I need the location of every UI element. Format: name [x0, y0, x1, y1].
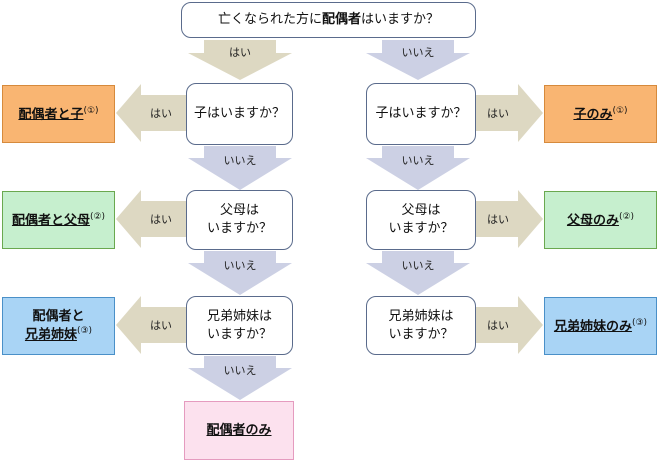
result-spouse-only: 配偶者のみ — [184, 401, 294, 460]
label-start-yes: はい — [229, 46, 251, 59]
arrow-r2-no — [366, 251, 470, 295]
arrow-l1-yes — [116, 84, 186, 142]
result-spouse-and-siblings: 配偶者と 兄弟姉妹(③) — [2, 297, 115, 355]
label-start-no: いいえ — [401, 46, 435, 59]
start-question-spouse: 配偶者 — [321, 12, 361, 28]
arrow-start-no — [366, 40, 470, 80]
label-l3-yes: はい — [150, 319, 172, 332]
arrow-l3-yes — [116, 296, 186, 354]
result-siblings-only-label: 兄弟姉妹のみ — [553, 318, 632, 334]
right-question-parents: 父母は いますか？ — [366, 190, 476, 250]
label-r2-yes: はい — [487, 213, 509, 226]
label-l1-yes: はい — [150, 107, 172, 120]
result-children-only-sup: (①) — [612, 105, 628, 116]
result-spouse-and-parents-sup: (②) — [89, 211, 106, 222]
arrow-r1-no — [366, 146, 470, 190]
result-spouse-and-children: 配偶者と子(①) — [2, 85, 115, 143]
arrow-start-yes — [188, 40, 292, 80]
result-parents-only-sup: (②) — [618, 211, 635, 222]
label-r2-no: いいえ — [401, 259, 435, 272]
arrow-r2-yes — [476, 190, 543, 248]
result-spouse-and-children-sup: (①) — [83, 105, 99, 116]
result-spouse-only-label: 配偶者のみ — [206, 422, 272, 438]
result-parents-only: 父母のみ(②) — [544, 191, 657, 249]
label-r1-yes: はい — [487, 107, 509, 120]
result-children-only: 子のみ(①) — [544, 85, 657, 143]
result-parents-only-label: 父母のみ — [566, 212, 619, 228]
arrow-r1-yes — [476, 84, 543, 142]
result-siblings-only-sup: (③) — [631, 317, 648, 328]
start-question-post: はいますか？ — [361, 12, 440, 28]
result-spouse-and-parents-label: 配偶者と父母 — [11, 212, 90, 228]
arrow-l1-no — [188, 146, 292, 190]
left-question-children: 子はいますか？ — [186, 83, 293, 145]
label-r1-no: いいえ — [401, 154, 435, 167]
arrow-r3-yes — [476, 296, 543, 354]
right-question-siblings: 兄弟姉妹は いますか？ — [366, 296, 476, 355]
right-question-children: 子はいますか？ — [366, 83, 476, 145]
arrow-l2-no — [188, 251, 292, 295]
start-question: 亡くなられた方に配偶者はいますか？ — [181, 2, 476, 38]
result-siblings-only: 兄弟姉妹のみ(③) — [544, 297, 657, 355]
result-spouse-and-children-label: 配偶者と子 — [18, 106, 84, 122]
result-spouse-and-siblings-sup: (③) — [76, 326, 93, 337]
result-spouse-and-parents: 配偶者と父母(②) — [2, 191, 115, 249]
result-spouse-and-siblings-line2: 兄弟姉妹 — [24, 327, 77, 343]
label-l3-no: いいえ — [223, 364, 257, 377]
label-l1-no: いいえ — [223, 154, 257, 167]
label-l2-no: いいえ — [223, 259, 257, 272]
arrow-l3-no — [188, 356, 292, 400]
left-question-parents: 父母は いますか？ — [186, 190, 293, 250]
result-children-only-label: 子のみ — [573, 106, 613, 122]
start-question-pre: 亡くなられた方に — [217, 12, 322, 28]
left-question-siblings: 兄弟姉妹は いますか？ — [186, 296, 293, 355]
arrow-l2-yes — [116, 190, 186, 248]
label-r3-yes: はい — [487, 319, 509, 332]
label-l2-yes: はい — [150, 213, 172, 226]
result-spouse-and-siblings-line1: 配偶者と — [32, 308, 85, 324]
